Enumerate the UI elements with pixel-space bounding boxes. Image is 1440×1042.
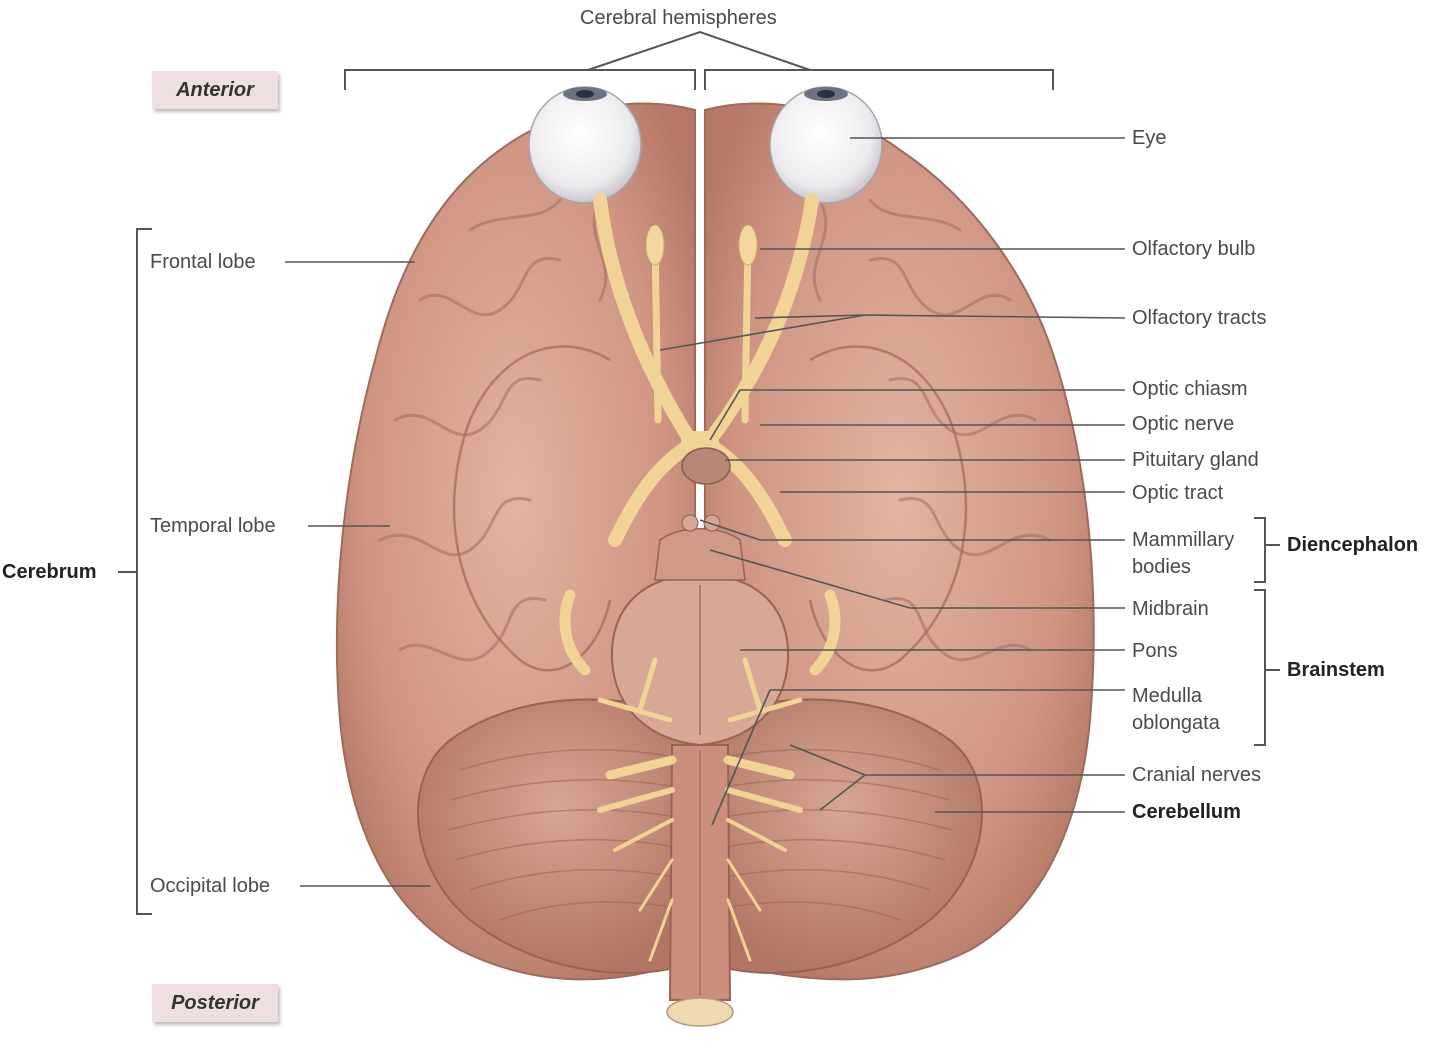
- cerebrum-label: Cerebrum: [2, 561, 97, 583]
- mammillary-bodies-label-line1: Mammillary: [1132, 529, 1235, 551]
- pons-label: Pons: [1132, 640, 1178, 662]
- eye-label: Eye: [1132, 127, 1167, 149]
- diencephalon-label: Diencephalon: [1287, 534, 1419, 556]
- optic-tract-label: Optic tract: [1132, 482, 1224, 504]
- medulla-oblongata: [666, 744, 734, 1027]
- cranial-nerves: [559, 589, 841, 962]
- optic-chiasm-label: Optic chiasm: [1132, 378, 1248, 400]
- anterior-tag: Anterior: [152, 71, 278, 109]
- cerebral-hemispheres-label: Cerebral hemispheres: [580, 7, 777, 29]
- olfactory-bulb-label: Olfactory bulb: [1132, 238, 1256, 260]
- pituitary-gland-label: Pituitary gland: [1132, 449, 1259, 471]
- temporal-lobes: [452, 345, 968, 672]
- leader-lines: [285, 137, 1126, 887]
- frontal-lobe-label: Frontal lobe: [150, 251, 256, 273]
- mammillary-bodies-label-line2: bodies: [1132, 556, 1191, 578]
- temporal-lobe-label: Temporal lobe: [150, 515, 276, 537]
- mammillary-bodies: [681, 514, 721, 532]
- medulla-oblongata-label-line2: oblongata: [1132, 712, 1220, 734]
- optic-nerve-label: Optic nerve: [1132, 413, 1235, 435]
- occipital-lobe-label: Occipital lobe: [150, 875, 271, 897]
- olfactory-tracts-label: Olfactory tracts: [1132, 307, 1267, 329]
- right-eye: [769, 86, 883, 204]
- optic-pathway: [593, 193, 819, 547]
- left-eye: [528, 86, 642, 204]
- midbrain: [654, 528, 746, 581]
- pituitary-gland: [681, 447, 731, 485]
- cerebellum-label: Cerebellum: [1132, 801, 1241, 823]
- medulla-oblongata-label-line1: Medulla: [1132, 685, 1203, 707]
- brainstem-label: Brainstem: [1287, 659, 1385, 681]
- midbrain-label: Midbrain: [1132, 598, 1209, 620]
- cranial-nerves-label: Cranial nerves: [1132, 764, 1261, 786]
- brackets: [118, 30, 1280, 915]
- pons: [610, 573, 790, 747]
- posterior-tag: Posterior: [152, 984, 278, 1022]
